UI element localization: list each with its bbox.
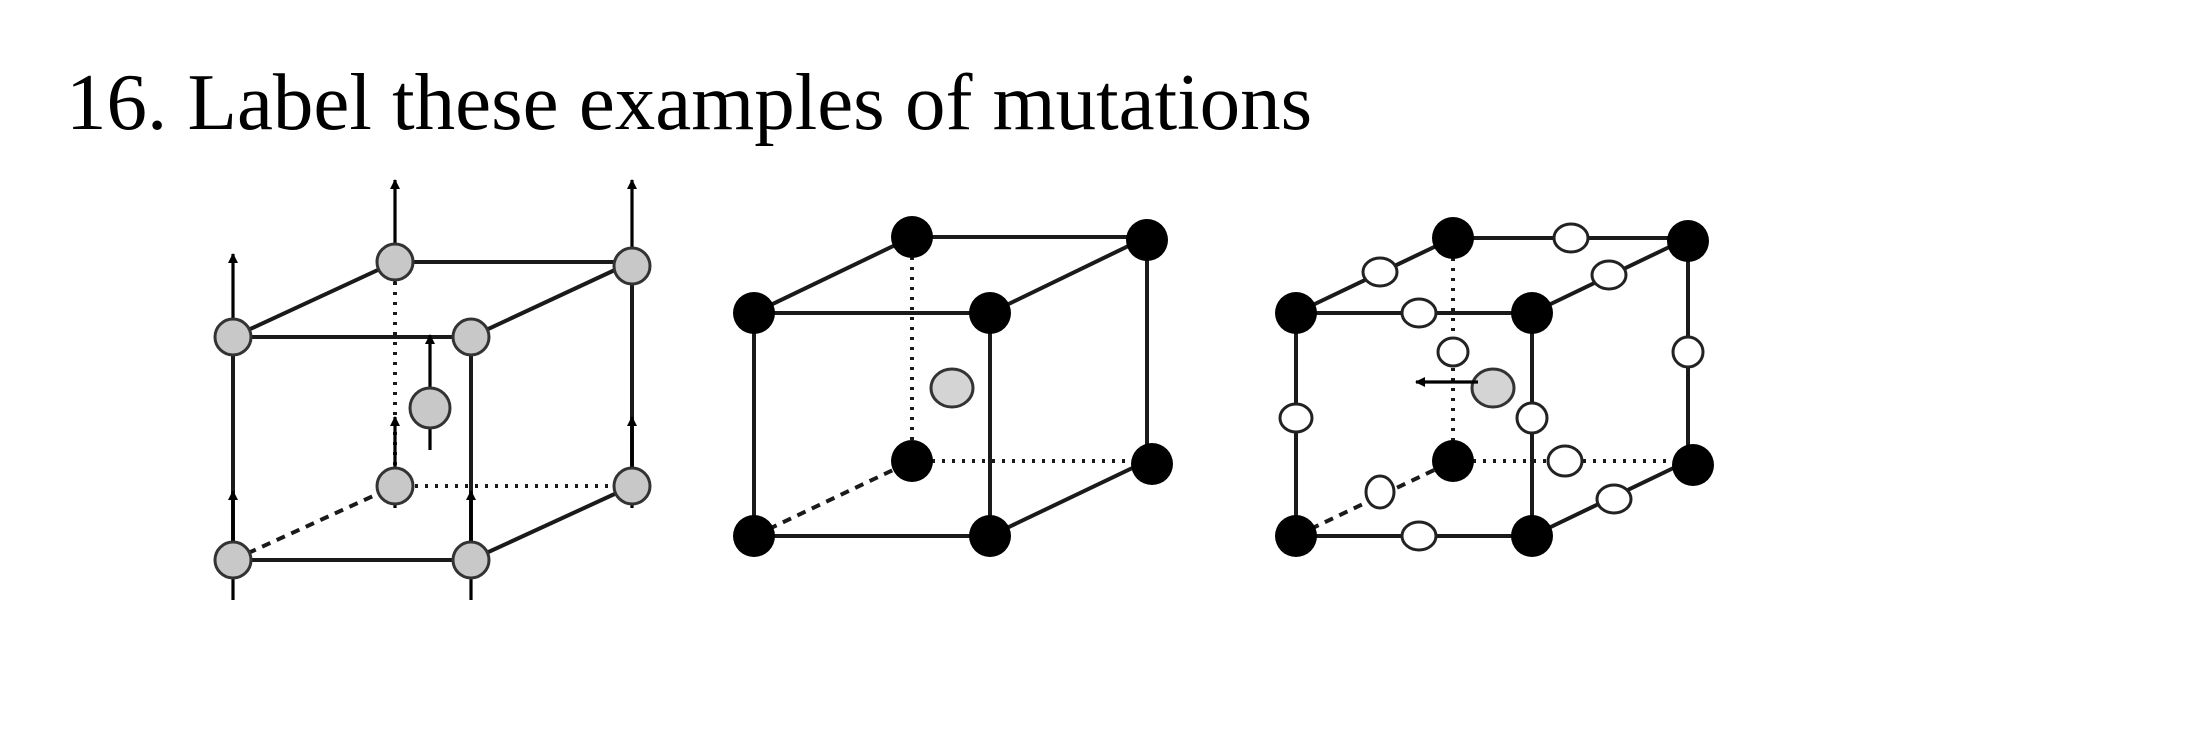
- cube-1-atoms: [213, 242, 652, 580]
- cube-diagram-2: [733, 216, 1173, 557]
- cube-diagram-3: [1275, 217, 1714, 557]
- question-title: 16. Label these examples of mutations: [66, 57, 1313, 147]
- cube-3-white-atoms: [1278, 222, 1705, 552]
- cube-3-black-atoms: [1275, 217, 1714, 557]
- cube-diagram-1: [213, 178, 652, 600]
- cube-3-center-atom: [1414, 367, 1516, 409]
- cube-2-edges: [752, 235, 1149, 538]
- cube-2-atoms: [733, 216, 1173, 557]
